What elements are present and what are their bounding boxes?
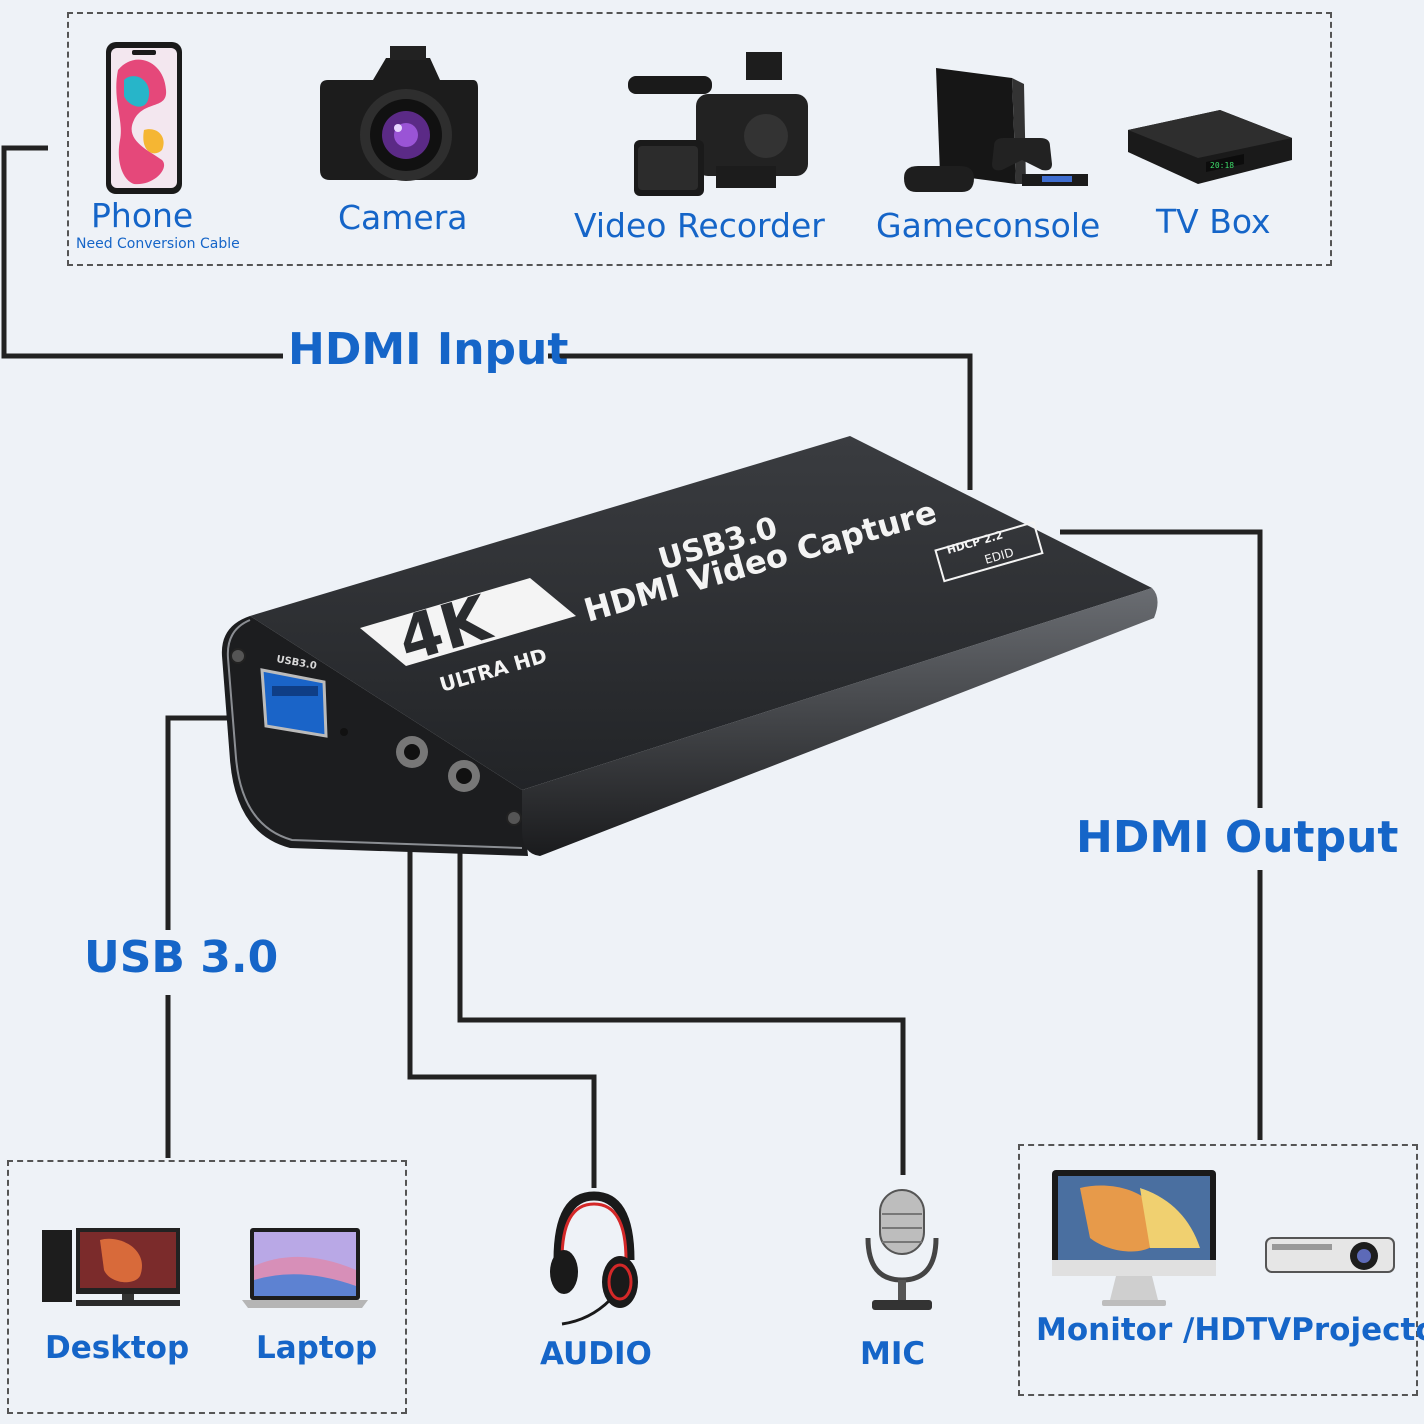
audio-label: AUDIO [540, 1336, 652, 1372]
laptop-label: Laptop [256, 1330, 378, 1366]
gameconsole-label: Gameconsole [876, 206, 1101, 245]
desktop-icon [42, 1228, 180, 1306]
projector-icon [1265, 1237, 1395, 1273]
gameconsole-icon [904, 68, 1088, 192]
svg-text:20:18: 20:18 [1210, 161, 1234, 170]
laptop-icon [242, 1228, 368, 1308]
video-recorder-icon [628, 52, 808, 196]
hdmi-input-label: HDMI Input [288, 324, 569, 375]
hdmi-output-label: HDMI Output [1076, 812, 1399, 863]
hdmi-input-line-right [548, 353, 973, 490]
desktop-label: Desktop [45, 1330, 190, 1366]
pc-frame [7, 1160, 407, 1414]
display-frame [1018, 1144, 1418, 1396]
microphone-icon [865, 1189, 939, 1310]
camera-icon [320, 46, 478, 181]
phone-note: Need Conversion Cable [76, 236, 240, 252]
display-label: Monitor /HDTVProjector [1036, 1312, 1424, 1348]
camera-label: Camera [338, 198, 468, 237]
tv-box-label: TV Box [1156, 202, 1271, 241]
capture-device: 4K ULTRA HD USB3.0 HDMI Video Capture HD… [221, 436, 1158, 856]
usb-label: USB 3.0 [84, 932, 279, 983]
video-recorder-label: Video Recorder [574, 206, 825, 245]
headset-icon [550, 1191, 638, 1326]
monitor-icon [1052, 1170, 1216, 1306]
audio-line [407, 770, 597, 1188]
hdmi-output-line [1060, 529, 1263, 808]
hdmi-input-line-left [1, 145, 283, 359]
badge-4k-bg [360, 578, 576, 666]
input-devices-frame [67, 12, 1332, 266]
phone-icon [106, 42, 182, 194]
phone-label: Phone [91, 196, 194, 235]
mic-label: MIC [860, 1336, 926, 1372]
tv-box-icon: 20:18 [1128, 110, 1292, 184]
mic-line [457, 790, 906, 1175]
